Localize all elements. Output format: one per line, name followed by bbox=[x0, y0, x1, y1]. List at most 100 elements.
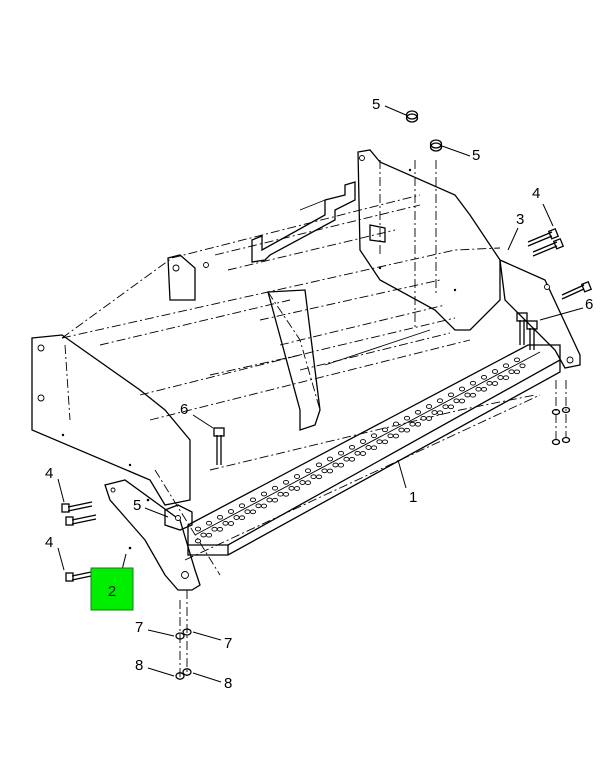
perforation-hole bbox=[337, 462, 345, 468]
callout-3[interactable]: 3 bbox=[516, 211, 524, 228]
perforation-hole bbox=[519, 363, 526, 369]
perforation-hole bbox=[442, 404, 449, 410]
perforation-hole bbox=[436, 410, 444, 416]
callout-4-left-lower[interactable]: 4 bbox=[45, 534, 53, 551]
screw-item-6-right bbox=[516, 312, 538, 350]
perforation-hole bbox=[315, 462, 323, 468]
perforation-hole bbox=[436, 398, 444, 404]
perforation-hole bbox=[403, 415, 411, 421]
highlight-item-2-box[interactable] bbox=[90, 567, 134, 611]
perforation-hole bbox=[222, 520, 229, 526]
perforation-hole bbox=[425, 404, 433, 409]
perforation-hole bbox=[211, 526, 218, 532]
callout-7-left[interactable]: 7 bbox=[135, 619, 143, 636]
perforation-hole bbox=[370, 433, 378, 439]
perforation-hole bbox=[359, 439, 367, 444]
perforation-hole bbox=[249, 497, 257, 503]
perforation-hole bbox=[271, 497, 279, 503]
perforation-hole bbox=[425, 416, 433, 421]
perforation-hole bbox=[491, 369, 499, 374]
perforation-hole bbox=[205, 520, 213, 526]
perforation-hole bbox=[403, 427, 411, 433]
perforation-hole bbox=[332, 462, 339, 468]
right-side-panel bbox=[357, 149, 501, 331]
perforation-hole bbox=[282, 491, 290, 497]
callout-7-right[interactable]: 7 bbox=[224, 635, 232, 652]
nut-item-5-top bbox=[405, 110, 443, 152]
perforation-hole bbox=[392, 433, 400, 439]
perforation-hole bbox=[233, 515, 240, 520]
perforation-hole bbox=[255, 503, 262, 509]
perforation-hole bbox=[392, 421, 400, 427]
perforation-hole bbox=[447, 404, 455, 410]
callout-5-left[interactable]: 5 bbox=[133, 497, 141, 514]
left-step-bracket bbox=[104, 479, 201, 591]
perforation-hole bbox=[249, 509, 257, 515]
perforation-hole bbox=[491, 381, 499, 386]
highlight-item-2-label: 2 bbox=[108, 583, 116, 600]
perforation-hole bbox=[381, 427, 389, 433]
perforation-hole bbox=[348, 456, 356, 462]
perforation-hole bbox=[293, 474, 301, 479]
perforation-hole bbox=[238, 515, 246, 521]
callout-8-left[interactable]: 8 bbox=[135, 657, 143, 674]
perforation-hole bbox=[337, 450, 345, 456]
perforation-hole bbox=[194, 526, 202, 532]
callout-6-left[interactable]: 6 bbox=[180, 401, 188, 418]
right-step-bracket bbox=[499, 258, 581, 369]
perforation-hole bbox=[326, 468, 334, 474]
perforation-hole bbox=[348, 444, 356, 450]
callout-1[interactable]: 1 bbox=[409, 489, 417, 506]
perforation-hole bbox=[414, 421, 422, 427]
left-upper-plate bbox=[167, 254, 209, 301]
perforation-hole bbox=[227, 521, 235, 526]
perforation-hole bbox=[431, 410, 438, 415]
right-nuts-washers bbox=[551, 380, 571, 446]
callout-4-top-right[interactable]: 4 bbox=[532, 185, 540, 202]
perforation-hole bbox=[299, 480, 306, 485]
perforation-hole bbox=[260, 503, 268, 509]
perforation-hole bbox=[513, 357, 521, 363]
bolt-item-4-right bbox=[527, 227, 593, 300]
perforation-hole bbox=[260, 491, 268, 497]
perforation-hole bbox=[359, 451, 367, 456]
perforation-hole bbox=[216, 526, 224, 532]
perforation-hole bbox=[458, 386, 466, 392]
perforation-hole bbox=[464, 392, 471, 398]
center-cross-piece bbox=[267, 289, 431, 431]
perforation-hole bbox=[480, 386, 488, 392]
perforation-hole bbox=[326, 456, 334, 462]
perforation-hole bbox=[486, 380, 493, 386]
perforation-hole bbox=[216, 514, 224, 520]
perforation-hole bbox=[513, 369, 521, 375]
callout-5-top-right[interactable]: 5 bbox=[472, 147, 480, 164]
perforation-hole bbox=[370, 445, 378, 451]
perforation-hole bbox=[480, 374, 488, 380]
perforation-hole bbox=[282, 479, 290, 485]
step-perforations bbox=[194, 357, 526, 544]
perforation-hole bbox=[458, 398, 466, 404]
perforation-hole bbox=[205, 532, 213, 538]
nut-item-8 bbox=[175, 668, 192, 680]
perforation-hole bbox=[469, 392, 477, 398]
perforation-hole bbox=[293, 486, 301, 491]
callout-5-top-left[interactable]: 5 bbox=[372, 96, 380, 113]
callout-4-left-upper[interactable]: 4 bbox=[45, 465, 53, 482]
perforation-hole bbox=[475, 386, 482, 392]
perforation-hole bbox=[381, 439, 389, 445]
perforation-hole bbox=[271, 485, 279, 491]
perforation-hole bbox=[354, 450, 361, 456]
perforation-hole bbox=[409, 421, 416, 427]
perforation-hole bbox=[343, 456, 350, 462]
perforation-hole bbox=[502, 375, 510, 381]
callout-6-right[interactable]: 6 bbox=[585, 296, 593, 313]
perforation-hole bbox=[266, 497, 273, 503]
perforation-hole bbox=[497, 375, 504, 380]
perforation-hole bbox=[304, 468, 312, 474]
callout-8-right[interactable]: 8 bbox=[224, 675, 232, 692]
perforation-hole bbox=[502, 363, 510, 369]
perforation-hole bbox=[244, 509, 251, 515]
perforation-hole bbox=[387, 433, 394, 439]
perforation-hole bbox=[227, 509, 235, 514]
perforation-hole bbox=[365, 445, 372, 450]
